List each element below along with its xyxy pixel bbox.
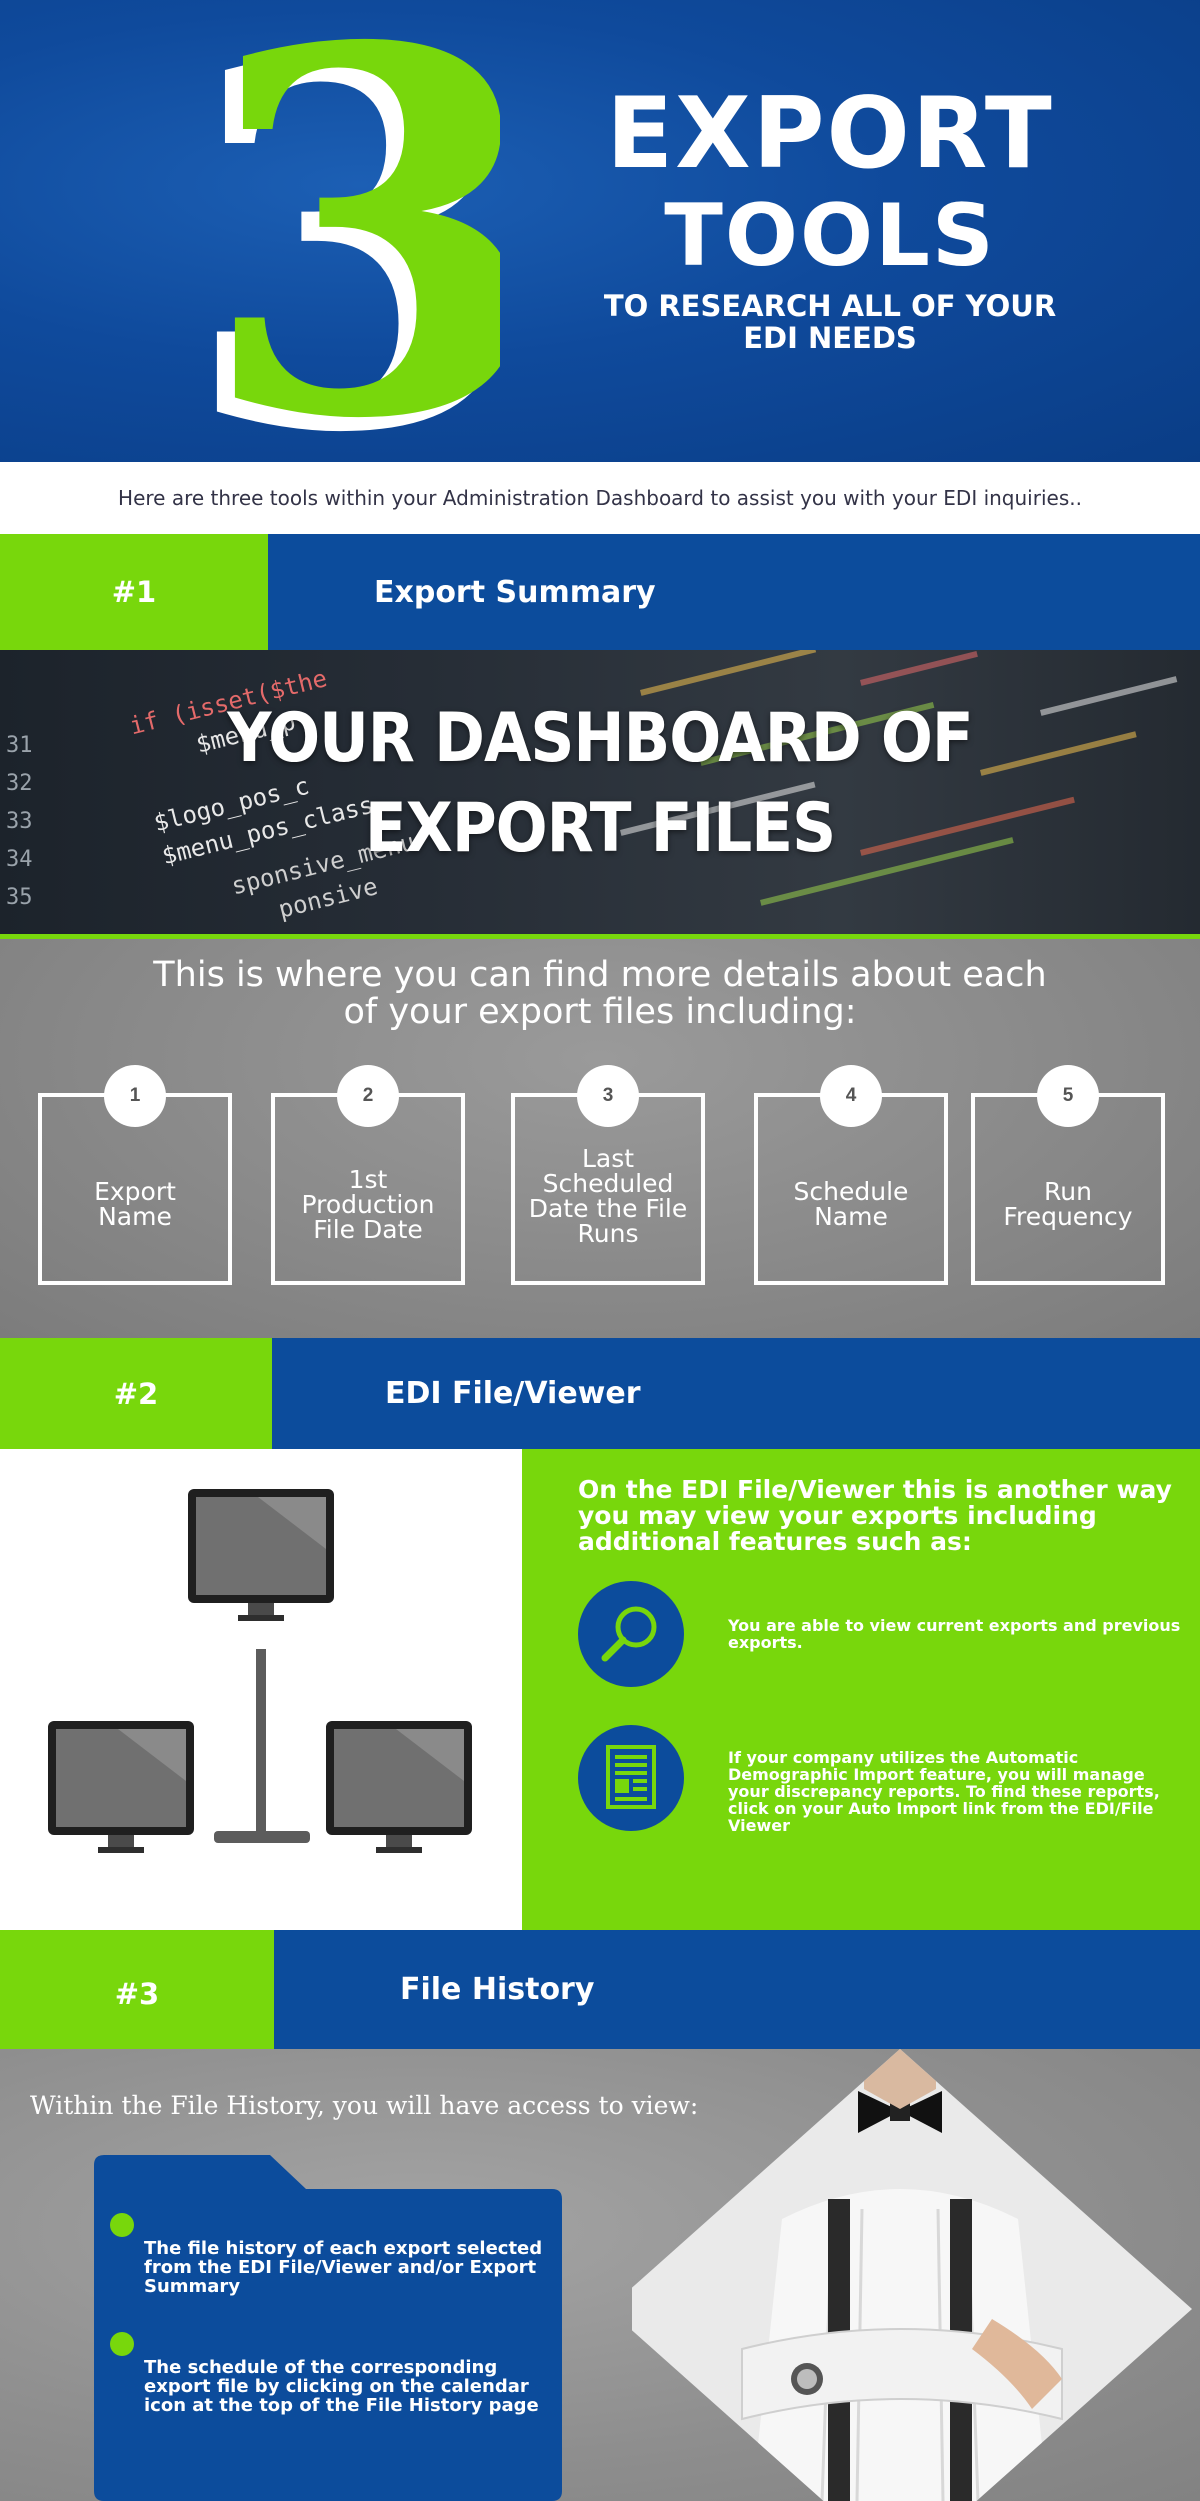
section-header-export-summary: #1 Export Summary: [0, 534, 1200, 650]
bullet-dot: [110, 2332, 134, 2356]
line-number: 34: [6, 847, 33, 872]
feature-text: If your company utilizes the Automatic D…: [728, 1748, 1160, 1835]
card-label: 1st Production File Date: [301, 1164, 435, 1244]
magnifier-icon: [578, 1581, 684, 1687]
detail-card: 3 Last Scheduled Date the File Runs: [511, 1065, 705, 1285]
banner-title-line1: YOUR DASHBOARD OF: [227, 699, 973, 778]
detail-card: 4 Schedule Name: [754, 1065, 948, 1285]
detail-card: 2 1st Production File Date: [271, 1065, 465, 1285]
details-heading: This is where you can find more details …: [153, 955, 1047, 1032]
section-header-edi-file-viewer: #2 EDI File/Viewer: [0, 1338, 1200, 1449]
detail-card: 1 Export Name: [38, 1065, 232, 1285]
banner-title-line2: EXPORT FILES: [364, 789, 836, 868]
document-icon: [578, 1725, 684, 1831]
section-number: #1: [0, 534, 268, 650]
file-history-item: The schedule of the corresponding export…: [144, 2357, 539, 2416]
edi-viewer-features: On the EDI File/Viewer this is another w…: [522, 1449, 1200, 1930]
card-number-badge: 4: [820, 1065, 882, 1127]
card-number-badge: 1: [104, 1065, 166, 1127]
hero-title-line2: TOOLS: [664, 186, 996, 286]
line-number: 33: [6, 809, 33, 834]
section-title: File History: [400, 1972, 595, 2007]
big-number-three: 3 3: [182, 0, 500, 462]
section-title: EDI File/Viewer: [385, 1376, 641, 1411]
export-summary-details: This is where you can find more details …: [0, 939, 1200, 1338]
businessman-photo: [632, 2049, 1192, 2501]
file-history-intro: Within the File History, you will have a…: [30, 2091, 699, 2120]
intro-text: Here are three tools within your Adminis…: [0, 462, 1200, 534]
section-number: #2: [0, 1338, 272, 1449]
section-title: Export Summary: [374, 574, 656, 610]
folder-shape: [94, 2155, 562, 2501]
line-number: 31: [6, 733, 33, 758]
divider: [0, 934, 1200, 939]
monitor-network-icon: [48, 1489, 472, 1853]
file-history-details: Within the File History, you will have a…: [0, 2049, 1200, 2501]
card-label: Schedule Name: [793, 1177, 909, 1231]
detail-card: 5 Run Frequency: [971, 1065, 1165, 1285]
hero-subtitle-line2: EDI NEEDS: [743, 321, 917, 355]
card-number-badge: 5: [1037, 1065, 1099, 1127]
hero-subtitle-line1: TO RESEARCH ALL OF YOUR: [603, 289, 1057, 323]
banner-title: YOUR DASHBOARD OF EXPORT FILES: [0, 694, 1200, 874]
card-label: Export Name: [94, 1177, 176, 1231]
section-number: #3: [0, 1930, 274, 2058]
svg-text:3: 3: [182, 0, 500, 462]
code-background-image: 31 32 33 34 35 if (isset($the $menu_p $l…: [6, 650, 1178, 924]
hero-title-line1: EXPORT: [606, 77, 1054, 191]
svg-text:3: 3: [200, 0, 500, 462]
network-illustration: [0, 1449, 522, 1930]
feature-text: You are able to view current exports and…: [728, 1616, 1181, 1652]
code-banner: 31 32 33 34 35 if (isset($the $menu_p $l…: [0, 650, 1200, 934]
line-number: 32: [6, 771, 33, 796]
section-header-file-history: #3 File History: [0, 1930, 1200, 2058]
card-number-badge: 2: [337, 1065, 399, 1127]
hero-banner: 3 3 EXPORT TOOLS TO RESEARCH ALL OF YOUR…: [0, 0, 1200, 462]
card-number-badge: 3: [577, 1065, 639, 1127]
bullet-dot: [110, 2213, 134, 2237]
line-number: 35: [6, 885, 33, 910]
file-history-item: The file history of each export selected…: [144, 2238, 543, 2297]
card-label: Last Scheduled Date the File Runs: [528, 1144, 688, 1248]
card-label: Run Frequency: [1003, 1177, 1133, 1231]
hero-title: EXPORT TOOLS TO RESEARCH ALL OF YOUR EDI…: [560, 80, 1100, 354]
features-heading: On the EDI File/Viewer this is another w…: [578, 1475, 1172, 1556]
